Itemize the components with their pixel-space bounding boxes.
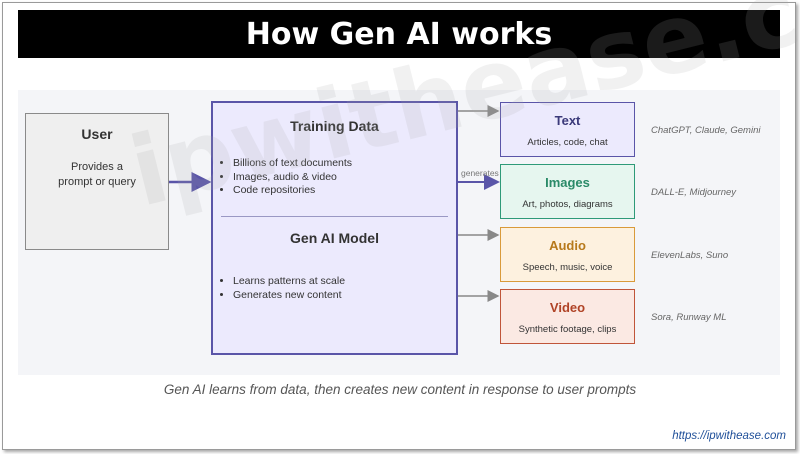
output-images-box: Images Art, photos, diagrams — [500, 164, 635, 219]
output-audio-box: Audio Speech, music, voice — [500, 227, 635, 282]
output-heading: Audio — [549, 238, 586, 253]
training-item: Code repositories — [233, 184, 352, 198]
model-item: Learns patterns at scale — [233, 275, 345, 289]
section-divider — [221, 216, 448, 217]
model-capabilities-list: Learns patterns at scale Generates new c… — [219, 275, 345, 302]
training-data-list: Billions of text documents Images, audio… — [219, 157, 352, 198]
training-data-heading: Training Data — [290, 118, 379, 134]
output-heading: Video — [549, 300, 586, 315]
user-desc-line1: Provides a — [71, 161, 123, 173]
audio-examples: ElevenLabs, Suno — [651, 250, 729, 261]
output-heading: Text — [554, 113, 581, 128]
training-item: Images, audio & video — [233, 171, 352, 185]
output-heading: Images — [545, 175, 590, 190]
images-examples: DALL-E, Midjourney — [651, 187, 737, 198]
title-bar: How Gen AI works — [18, 10, 780, 58]
output-description: Articles, code, chat — [527, 137, 608, 148]
diagram-caption: Gen AI learns from data, then creates ne… — [163, 382, 637, 397]
text-examples: ChatGPT, Claude, Gemini — [651, 125, 761, 136]
user-desc-line2: prompt or query — [58, 176, 136, 188]
user-description: Provides a prompt or query — [26, 160, 168, 190]
gen-ai-model-box: Training Data Billions of text documents… — [211, 101, 458, 355]
generates-label: generates — [461, 168, 499, 178]
model-item: Generates new content — [233, 289, 345, 303]
output-text-box: Text Articles, code, chat — [500, 102, 635, 157]
site-url-link[interactable]: https://ipwithease.com — [672, 430, 786, 442]
gen-ai-model-heading: Gen AI Model — [290, 230, 379, 246]
video-examples: Sora, Runway ML — [651, 312, 727, 323]
page-title: How Gen AI works — [245, 16, 553, 52]
output-video-box: Video Synthetic footage, clips — [500, 289, 635, 344]
user-heading: User — [81, 126, 113, 142]
user-box: User Provides a prompt or query — [25, 113, 169, 250]
output-description: Art, photos, diagrams — [522, 199, 613, 210]
output-description: Synthetic footage, clips — [518, 324, 617, 335]
output-description: Speech, music, voice — [522, 262, 613, 273]
training-item: Billions of text documents — [233, 157, 352, 171]
